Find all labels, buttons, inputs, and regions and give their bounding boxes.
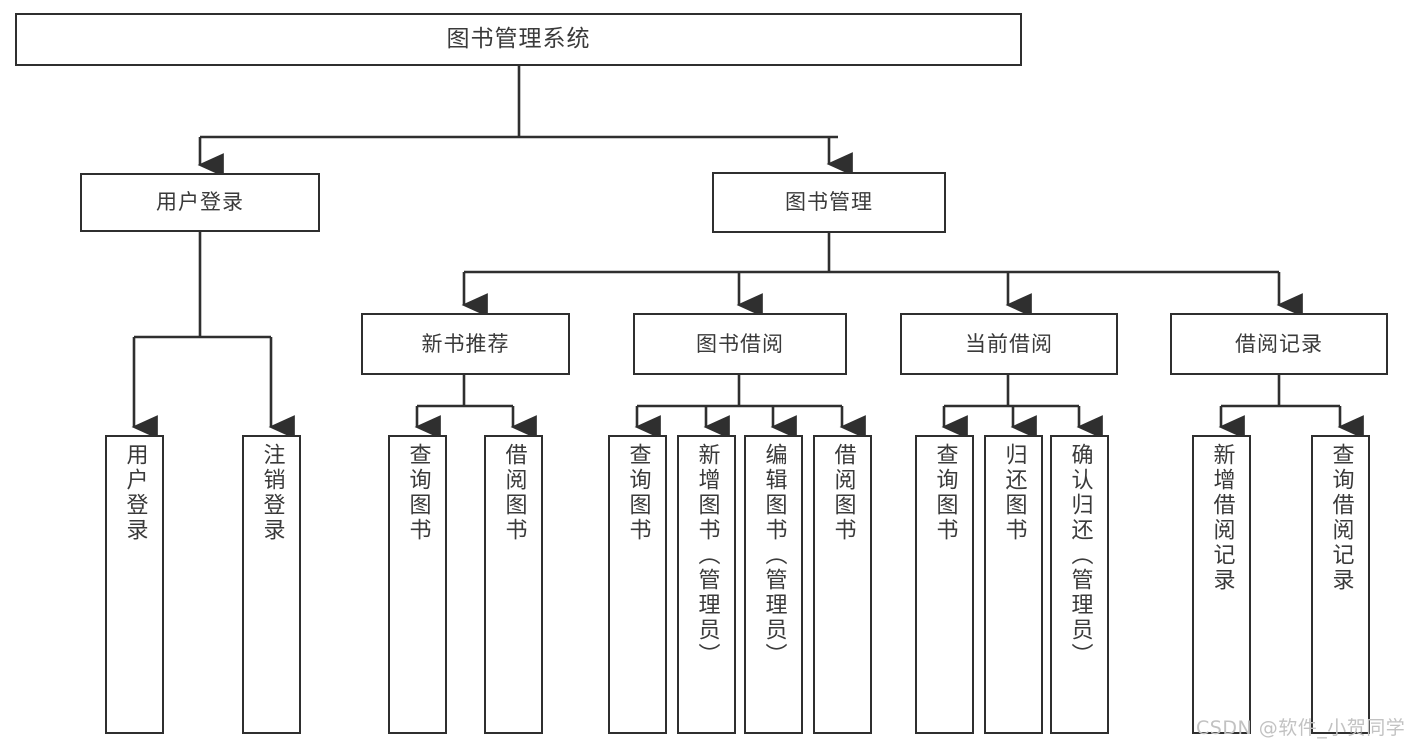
- node-label: 用户登录: [122, 443, 148, 543]
- node-label: 查询图书: [932, 443, 958, 543]
- node-label: 查询借阅记录: [1328, 443, 1354, 593]
- node-label: 借阅图书: [501, 443, 527, 543]
- node-borrow-record[interactable]: 借阅记录: [1170, 313, 1388, 375]
- node-book-management[interactable]: 图书管理: [712, 172, 946, 233]
- node-label: 新增图书（管理员）: [694, 443, 720, 668]
- node-label: 当前借阅: [965, 331, 1053, 356]
- leaf-record-query-borrow-record[interactable]: 查询借阅记录: [1311, 435, 1370, 734]
- node-label: 归还图书: [1001, 443, 1027, 543]
- node-label: 查询图书: [625, 443, 651, 543]
- leaf-borrow-add-book-admin[interactable]: 新增图书（管理员）: [677, 435, 736, 734]
- node-label: 编辑图书（管理员）: [761, 443, 787, 668]
- node-label: 用户登录: [156, 190, 244, 215]
- node-label: 新增借阅记录: [1209, 443, 1235, 593]
- leaf-current-return-book[interactable]: 归还图书: [984, 435, 1043, 734]
- node-book-borrow[interactable]: 图书借阅: [633, 313, 847, 375]
- leaf-borrow-query-book[interactable]: 查询图书: [608, 435, 667, 734]
- node-current-borrow[interactable]: 当前借阅: [900, 313, 1118, 375]
- node-new-book-recommend[interactable]: 新书推荐: [361, 313, 570, 375]
- node-label: 借阅记录: [1235, 331, 1323, 356]
- node-label: 注销登录: [259, 443, 285, 543]
- node-user-login[interactable]: 用户登录: [80, 173, 320, 232]
- leaf-user-login-logout[interactable]: 注销登录: [242, 435, 301, 734]
- node-label: 新书推荐: [421, 331, 510, 356]
- leaf-new-book-borrow[interactable]: 借阅图书: [484, 435, 543, 734]
- node-label: 确认归还（管理员）: [1067, 443, 1093, 668]
- leaf-user-login-login[interactable]: 用户登录: [105, 435, 164, 734]
- node-label: 图书借阅: [696, 331, 784, 356]
- node-label: 图书管理: [785, 190, 873, 215]
- node-label: 查询图书: [405, 443, 431, 543]
- leaf-current-query-book[interactable]: 查询图书: [915, 435, 974, 734]
- leaf-new-book-query[interactable]: 查询图书: [388, 435, 447, 734]
- leaf-record-add-borrow-record[interactable]: 新增借阅记录: [1192, 435, 1251, 734]
- node-root-system[interactable]: 图书管理系统: [15, 13, 1022, 66]
- leaf-current-confirm-return-admin[interactable]: 确认归还（管理员）: [1050, 435, 1109, 734]
- node-label: 图书管理系统: [446, 25, 591, 52]
- leaf-borrow-edit-book-admin[interactable]: 编辑图书（管理员）: [744, 435, 803, 734]
- leaf-borrow-borrow-book[interactable]: 借阅图书: [813, 435, 872, 734]
- node-label: 借阅图书: [830, 443, 856, 543]
